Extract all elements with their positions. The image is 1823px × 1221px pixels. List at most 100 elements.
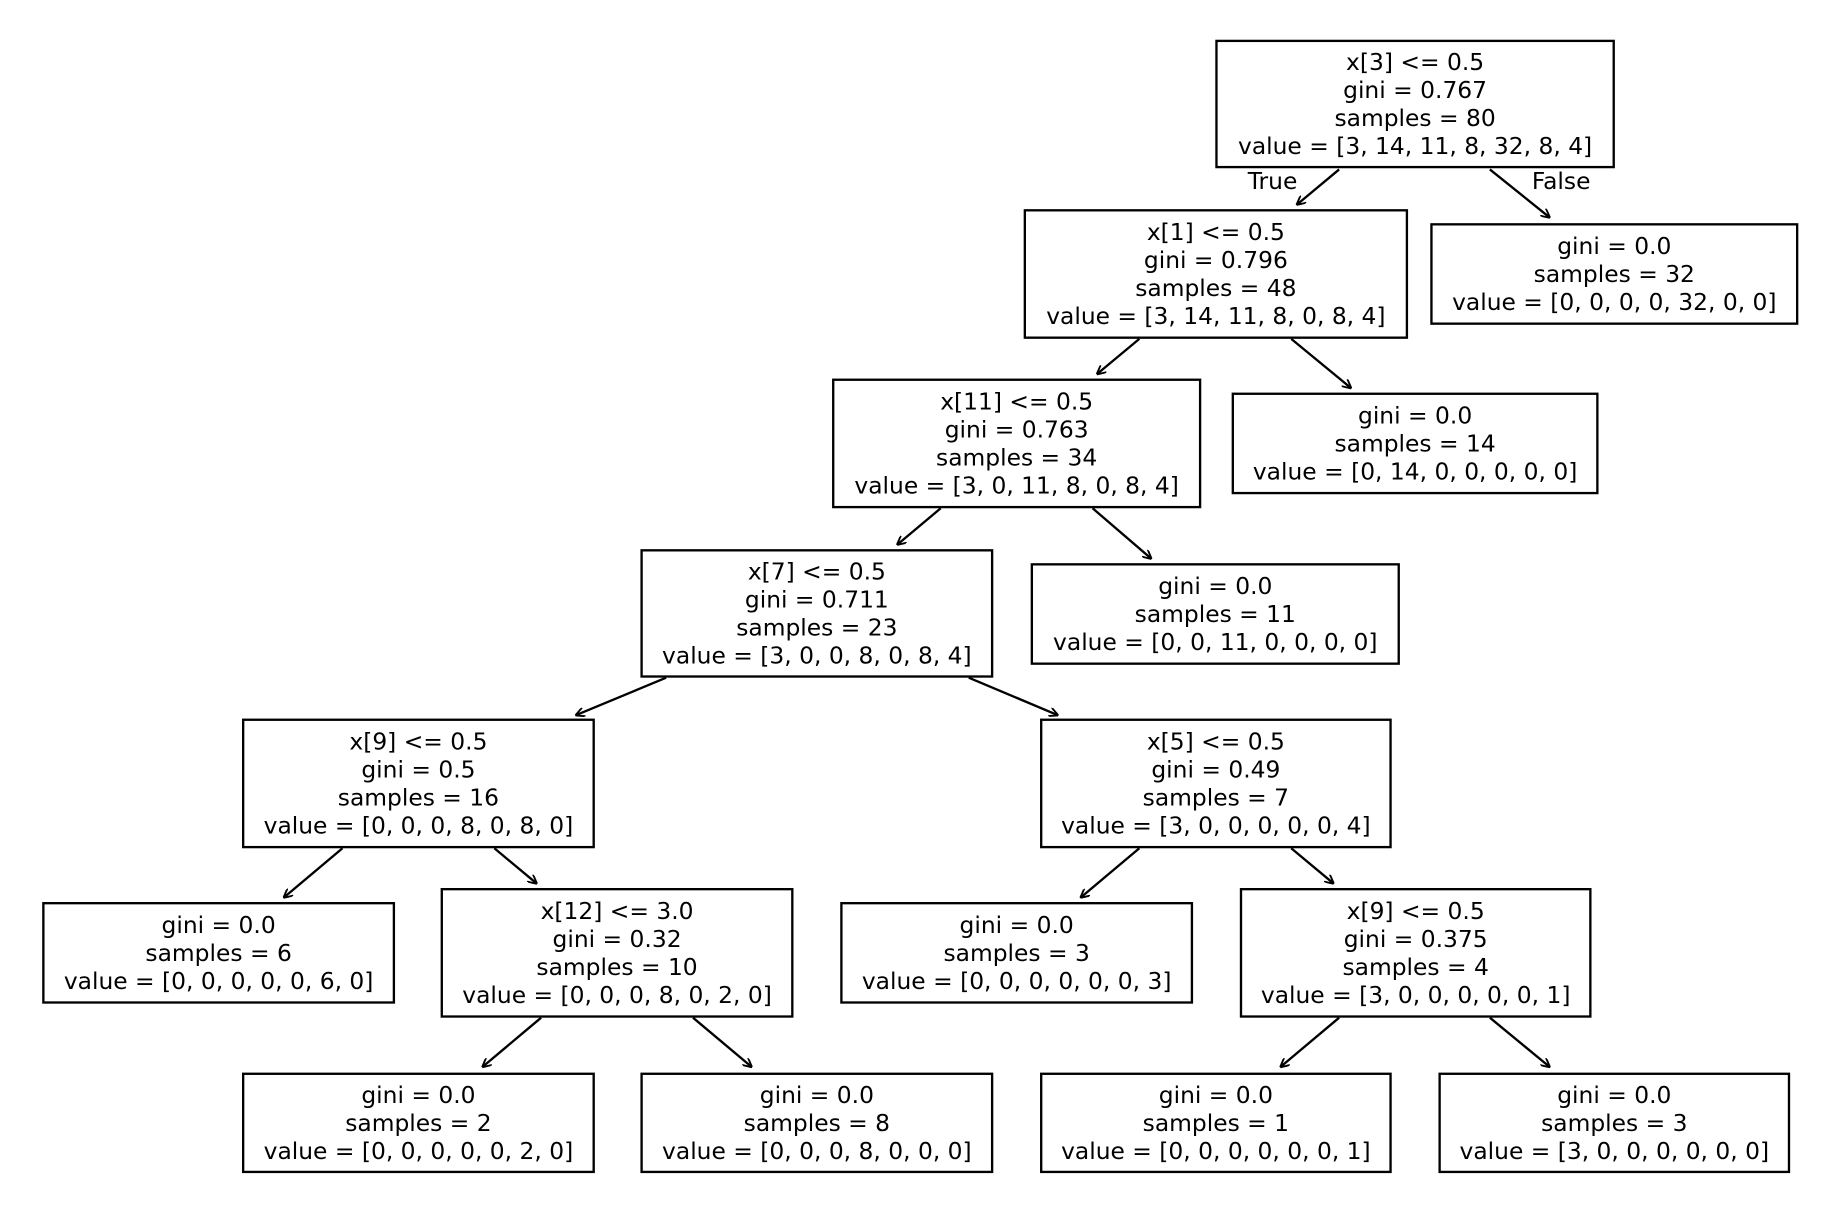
node-box	[1231, 392, 1599, 495]
node-text-line: value = [0, 0, 0, 0, 0, 6, 0]	[64, 967, 374, 995]
edge-8-to-12	[1290, 847, 1333, 883]
node-text-line: gini = 0.49	[1151, 755, 1280, 783]
node-text-line: value = [3, 0, 0, 0, 0, 0, 0]	[1460, 1137, 1770, 1165]
node-text-line: samples = 2	[345, 1109, 491, 1137]
node-text-line: gini = 0.711	[745, 585, 889, 613]
node-text-line: value = [0, 0, 0, 0, 0, 0, 1]	[1061, 1137, 1371, 1165]
node-box	[1239, 888, 1592, 1018]
node-text-line: samples = 48	[1135, 274, 1296, 302]
node-text-line: samples = 4	[1342, 953, 1488, 981]
edge-12-to-16	[1489, 1016, 1550, 1067]
node-text-line: samples = 16	[338, 783, 499, 811]
node-text-line: value = [0, 0, 0, 0, 32, 0, 0]	[1452, 288, 1776, 316]
node-text-line: value = [3, 0, 0, 8, 0, 8, 4]	[662, 641, 972, 669]
node-text-line: gini = 0.0	[1358, 401, 1472, 429]
node-text-line: gini = 0.32	[553, 925, 682, 953]
edge-5-to-7	[576, 676, 667, 715]
node-text-line: gini = 0.767	[1343, 76, 1487, 104]
node-text-line: value = [0, 14, 0, 0, 0, 0, 0]	[1253, 457, 1577, 485]
node-box	[640, 1072, 994, 1174]
edge-1-to-4	[1290, 337, 1351, 388]
node-text-line: value = [3, 0, 0, 0, 0, 0, 1]	[1261, 981, 1571, 1009]
node-text-line: samples = 80	[1334, 104, 1495, 132]
node-text-line: samples = 32	[1534, 260, 1695, 288]
node-text-line: value = [3, 14, 11, 8, 0, 8, 4]	[1046, 302, 1385, 330]
false-edge-label: False	[1532, 167, 1591, 195]
node-text-line: x[11] <= 0.5	[940, 387, 1093, 415]
node-text-line: samples = 3	[1541, 1109, 1687, 1137]
node-text-line: samples = 7	[1143, 783, 1289, 811]
node-text-line: samples = 11	[1135, 600, 1296, 628]
node-text-line: value = [3, 0, 11, 8, 0, 8, 4]	[854, 471, 1178, 499]
node-text-line: samples = 1	[1143, 1109, 1289, 1137]
node-text-line: x[7] <= 0.5	[748, 557, 886, 585]
node-box	[1040, 718, 1392, 849]
node-text-line: value = [0, 0, 0, 0, 0, 2, 0]	[264, 1137, 574, 1165]
node-box	[1023, 209, 1409, 339]
node-text-line: value = [0, 0, 11, 0, 0, 0, 0]	[1053, 628, 1377, 656]
node-box	[1040, 1072, 1392, 1174]
node-text-line: gini = 0.375	[1344, 925, 1488, 953]
node-box	[42, 902, 396, 1004]
node-box	[1438, 1072, 1791, 1174]
node-text-line: samples = 34	[936, 443, 1097, 471]
edge-3-to-6	[1091, 507, 1151, 558]
node-text-line: gini = 0.0	[760, 1081, 874, 1109]
edge-10-to-14	[692, 1016, 751, 1067]
node-text-line: gini = 0.0	[361, 1081, 475, 1109]
edge-0-to-2	[1489, 168, 1550, 217]
node-box	[840, 902, 1194, 1004]
node-text-line: x[12] <= 3.0	[541, 897, 694, 925]
node-text-line: gini = 0.796	[1144, 246, 1288, 274]
edge-7-to-9	[284, 847, 344, 897]
node-text-line: samples = 10	[536, 953, 697, 981]
node-box	[1030, 563, 1400, 665]
node-text-line: samples = 6	[145, 939, 291, 967]
node-text-line: x[9] <= 0.5	[349, 727, 487, 755]
edge-0-to-1	[1297, 168, 1340, 204]
node-text-line: samples = 8	[744, 1109, 890, 1137]
node-text-line: value = [0, 0, 0, 8, 0, 8, 0]	[264, 811, 574, 839]
node-text-line: samples = 3	[943, 939, 1089, 967]
node-text-line: samples = 23	[736, 613, 897, 641]
node-box	[1215, 39, 1615, 169]
edge-7-to-10	[493, 847, 536, 883]
node-text-line: gini = 0.0	[162, 911, 276, 939]
edge-5-to-8	[968, 676, 1058, 715]
node-text-line: value = [0, 0, 0, 0, 0, 0, 3]	[862, 967, 1172, 995]
edge-8-to-11	[1081, 847, 1141, 897]
node-text-line: value = [0, 0, 0, 8, 0, 2, 0]	[462, 981, 772, 1009]
edge-3-to-5	[897, 507, 942, 544]
edge-12-to-15	[1281, 1016, 1340, 1067]
node-text-line: gini = 0.0	[1159, 1081, 1273, 1109]
node-text-line: value = [3, 0, 0, 0, 0, 0, 4]	[1061, 811, 1371, 839]
node-box	[1430, 223, 1799, 325]
node-text-line: x[1] <= 0.5	[1147, 218, 1285, 246]
node-text-line: x[5] <= 0.5	[1147, 727, 1285, 755]
node-text-line: gini = 0.0	[960, 911, 1074, 939]
node-box	[241, 1072, 595, 1174]
node-text-line: gini = 0.763	[945, 415, 1089, 443]
node-text-line: value = [3, 14, 11, 8, 32, 8, 4]	[1238, 132, 1592, 160]
node-text-line: gini = 0.0	[1557, 232, 1671, 260]
edge-10-to-13	[483, 1016, 542, 1067]
node-text-line: value = [0, 0, 0, 8, 0, 0, 0]	[662, 1137, 972, 1165]
node-text-line: gini = 0.0	[1557, 1081, 1671, 1109]
true-edge-label: True	[1247, 167, 1298, 195]
